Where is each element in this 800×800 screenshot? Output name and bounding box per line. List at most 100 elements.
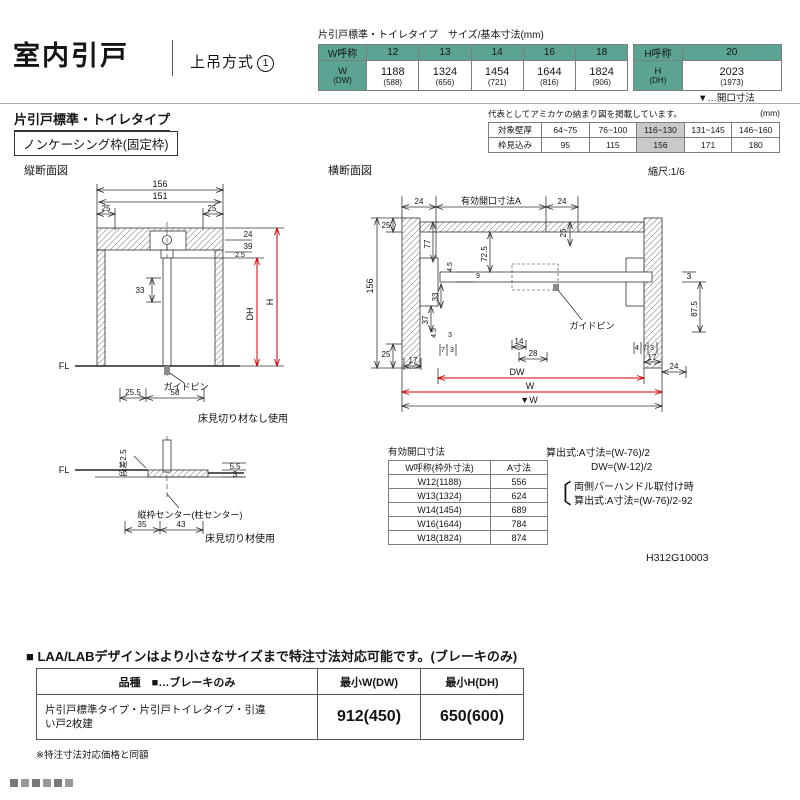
svg-text:77: 77 [423, 239, 432, 248]
svg-text:3: 3 [650, 345, 654, 352]
header-divider-line [0, 103, 800, 104]
svg-text:14: 14 [515, 337, 524, 346]
table-row: 枠見込み 95 115 156 171 180 [488, 137, 780, 153]
svg-text:17: 17 [648, 353, 657, 362]
svg-text:FL: FL [59, 465, 70, 475]
svg-text:4.5: 4.5 [431, 328, 438, 338]
data-cell: 95 [541, 137, 590, 153]
table-row: W16(1644) 784 [388, 516, 548, 531]
data-cell: 1454(721) [470, 60, 524, 91]
header-cell: W呼称(枠外寸法) [388, 460, 491, 475]
svg-text:床見切り材なし使用: 床見切り材なし使用 [198, 412, 288, 425]
svg-text:156: 156 [365, 278, 375, 293]
data-cell: 64~75 [541, 122, 590, 138]
custom-size-note: ■ LAA/LABデザインはより小さなサイズまで特注寸法対応可能です。(ブレーキ… [26, 649, 518, 664]
svg-text:有効開口寸法A: 有効開口寸法A [461, 195, 521, 206]
data-cell: W12(1188) [388, 474, 491, 489]
table-row: 片引戸標準タイプ・片引戸トイレタイプ・引違い戸2枚建 912(450) 650(… [36, 694, 524, 740]
data-cell: 556 [490, 474, 548, 489]
data-cell: W13(1324) [388, 488, 491, 503]
svg-text:4: 4 [635, 345, 639, 352]
svg-text:33: 33 [136, 286, 145, 295]
formula-line-3: 両側バーハンドル取付け時 [574, 482, 694, 494]
data-cell: 2023(1973) [681, 60, 783, 91]
svg-text:7: 7 [441, 347, 445, 354]
product-types: 片引戸標準タイプ・片引戸トイレタイプ・引違い戸2枚建 [45, 703, 266, 730]
effective-opening-table: W呼称(枠外寸法) A寸法 W12(1188) 556 W13(1324) 62… [388, 460, 548, 545]
method-number-badge: 1 [257, 55, 275, 72]
calculation-formulas: 算出式:A寸法=(W-76)/2 DW=(W-12)/2 〔 両側バーハンドル取… [546, 447, 694, 512]
data-cell: 1824(906) [574, 60, 629, 91]
header-cell: 16 [522, 44, 577, 61]
data-cell: 131~145 [683, 122, 733, 138]
svg-text:87.5: 87.5 [690, 301, 699, 317]
svg-text:▼W: ▼W [520, 395, 538, 405]
data-cell: 624 [490, 488, 548, 503]
wall-thickness-table: 対象壁厚 64~75 76~100 116~130 131~145 146~16… [488, 122, 780, 153]
table-row: W呼称 12 13 14 16 18 [317, 44, 629, 61]
label-cell: 対象壁厚 [488, 122, 542, 138]
size-spec-area: 片引戸標準・トイレタイプ サイズ/基本寸法(mm) W呼称 12 13 14 1… [317, 26, 783, 91]
label-cell: 枠見込み [488, 137, 542, 153]
header-cell: H呼称 [633, 44, 683, 61]
svg-text:7: 7 [643, 345, 647, 352]
header-cell: 最小H(DH) [420, 668, 524, 695]
footer-mark [21, 779, 29, 787]
svg-text:段差2.5: 段差2.5 [118, 449, 128, 477]
frame-type-label: ノンケーシング枠(固定枠) [14, 131, 178, 156]
table-row: H呼称 20 [633, 44, 783, 61]
table-row: 品種 ■…ブレーキのみ 最小W(DW) 最小H(DH) [36, 668, 524, 695]
data-cell: 146~160 [731, 122, 780, 138]
data-cell-highlighted: 116~130 [636, 122, 685, 138]
table-row: W呼称(枠外寸法) A寸法 [388, 460, 548, 475]
svg-text:151: 151 [152, 191, 167, 201]
svg-text:9: 9 [476, 273, 480, 280]
svg-text:25.5: 25.5 [125, 388, 141, 397]
svg-text:33: 33 [431, 292, 440, 301]
svg-text:25: 25 [559, 228, 568, 237]
data-cell: 874 [490, 530, 548, 545]
svg-text:25: 25 [102, 204, 111, 213]
header-cell: 品種 ■…ブレーキのみ [36, 668, 318, 695]
floor-detail-drawing [75, 436, 246, 534]
footer-mark [54, 779, 62, 787]
data-cell: 689 [490, 502, 548, 517]
footer-mark [65, 779, 73, 787]
formula-line-1: 算出式:A寸法=(W-76)/2 [546, 448, 650, 459]
footer-mark [43, 779, 51, 787]
svg-text:FL: FL [59, 361, 70, 371]
data-cell: W18(1824) [388, 530, 491, 545]
svg-text:72.5: 72.5 [480, 246, 489, 262]
svg-text:DH: DH [245, 308, 255, 321]
header-cell: 最小W(DW) [317, 668, 421, 695]
horizontal-section-title: 横断面図 [328, 165, 372, 177]
formula-line-2: DW=(W-12)/2 [591, 461, 653, 473]
vertical-section-drawing [75, 184, 284, 402]
svg-text:24: 24 [670, 362, 679, 371]
svg-text:25: 25 [382, 350, 391, 359]
document-code: H312G10003 [646, 552, 709, 564]
svg-text:35: 35 [138, 520, 147, 529]
bracket-glyph: 〔 [546, 479, 573, 509]
svg-text:2.5: 2.5 [235, 252, 245, 259]
effective-opening-table-title: 有効開口寸法 [388, 447, 446, 458]
table-row: W (DW) 1188(588) 1324(656) 1454(721) 164… [317, 60, 629, 91]
svg-text:24: 24 [415, 197, 424, 206]
data-cell-highlighted: 156 [636, 137, 685, 153]
svg-text:DW: DW [510, 367, 525, 377]
data-cell: 1188(588) [366, 60, 420, 91]
label-cell: W (DW) [317, 60, 368, 91]
svg-text:24: 24 [558, 197, 567, 206]
data-cell: 912(450) [317, 694, 421, 740]
svg-text:W: W [526, 381, 535, 391]
horizontal-section-drawing [371, 196, 706, 412]
hanging-method-text: 上吊方式 [190, 54, 255, 71]
svg-text:28: 28 [529, 349, 538, 358]
svg-text:縦枠センター(柱センター): 縦枠センター(柱センター) [138, 509, 243, 520]
data-cell: 片引戸標準タイプ・片引戸トイレタイプ・引違い戸2枚建 [36, 694, 318, 740]
label-cell: H (DH) [633, 60, 683, 91]
svg-text:3: 3 [687, 272, 692, 281]
header-cell: 14 [470, 44, 524, 61]
